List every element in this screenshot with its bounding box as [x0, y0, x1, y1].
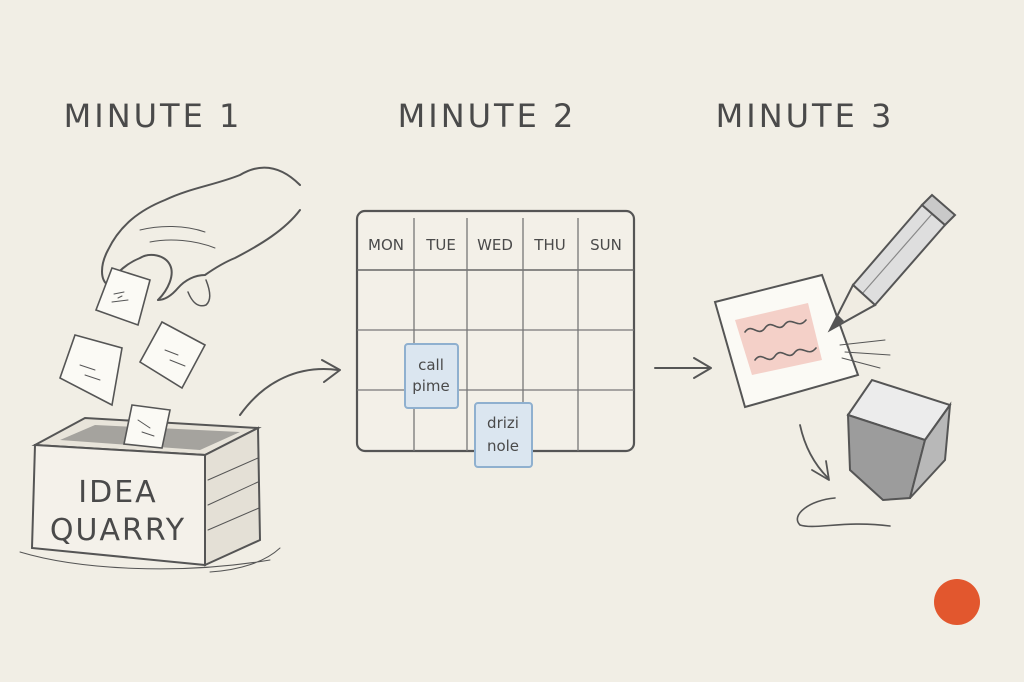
arrow-icon [239, 359, 341, 416]
calendar-day-thu: THU [533, 236, 565, 254]
pencil-icon [827, 193, 957, 333]
calendar-day-mon: MON [368, 236, 404, 254]
hand-icon [101, 166, 301, 307]
eraser-smudge [796, 497, 891, 528]
calendar-day-tue: TUE [425, 236, 456, 254]
box-label-line1: IDEA [78, 475, 157, 510]
orange-dot-icon [934, 579, 980, 625]
paper-slip-icon [59, 334, 123, 407]
note-1-line2: pime [412, 377, 450, 395]
sticky-note-icon [474, 402, 533, 468]
heading-minute-3: MINUTE 3 [716, 97, 895, 135]
heading-minute-2: MINUTE 2 [398, 97, 577, 135]
idea-box-icon [19, 404, 281, 573]
note-1-line1: call [418, 356, 444, 374]
note-2-line1: drizi [487, 414, 519, 432]
note-2-line2: nole [487, 437, 519, 455]
sticky-note-icon [404, 343, 459, 409]
calendar-day-wed: WED [477, 236, 513, 254]
paper-slip-icon [94, 267, 151, 327]
box-label-line2: QUARRY [50, 513, 186, 548]
eraser-icon [846, 378, 952, 502]
arrow-icon [799, 424, 830, 481]
paper-slip-icon [713, 273, 891, 409]
paper-slip-icon [138, 320, 207, 390]
calendar-day-sun: SUN [590, 236, 622, 254]
heading-minute-1: MINUTE 1 [64, 97, 243, 135]
arrow-icon [654, 357, 712, 379]
